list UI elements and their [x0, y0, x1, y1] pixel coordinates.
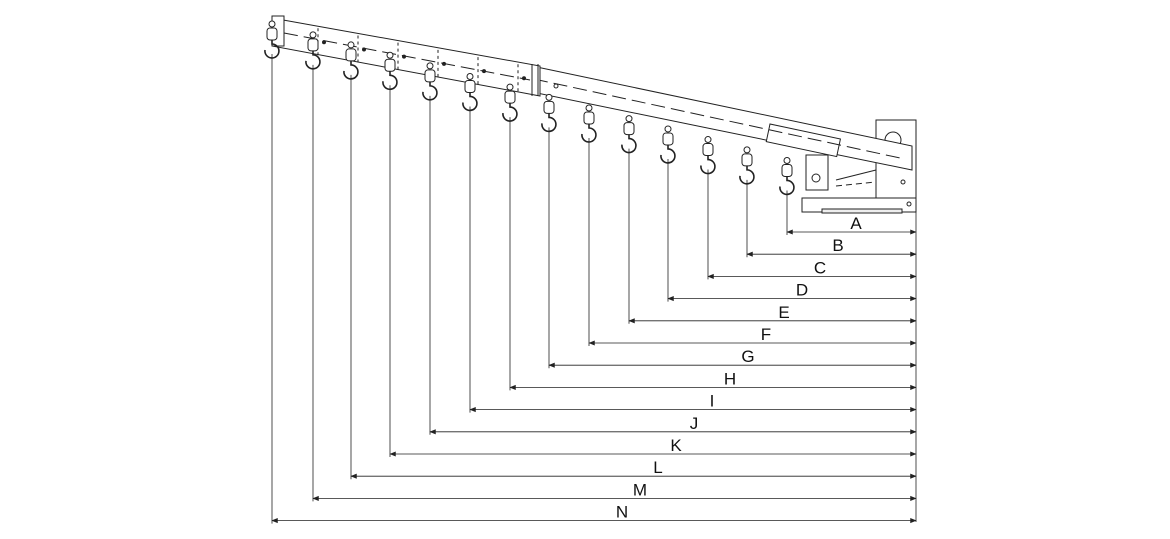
dimension-label: G — [741, 347, 754, 366]
dimension-label: J — [690, 414, 699, 433]
bolt-icon — [906, 201, 912, 207]
hook-icon — [660, 125, 676, 164]
hole-dot — [522, 76, 526, 81]
hook-icon — [422, 62, 438, 101]
hook-drop-lines — [271, 54, 788, 524]
dimension-label: H — [724, 369, 736, 388]
hook-icon — [739, 146, 755, 185]
dimension-label: A — [850, 214, 862, 233]
hook-icon — [382, 51, 398, 91]
dimension-label: L — [653, 458, 662, 477]
hole-dot — [322, 40, 326, 45]
hook-icon — [462, 72, 478, 112]
dimension-label: N — [616, 503, 628, 522]
hook-icon — [779, 156, 795, 196]
hole-dot — [402, 54, 406, 59]
dimension-label: K — [670, 436, 682, 455]
hook-icon — [343, 41, 359, 80]
dimension-label: D — [796, 281, 808, 300]
hook-positions — [264, 20, 795, 196]
hole-dot — [442, 61, 446, 66]
hydraulic-cylinder — [805, 154, 829, 191]
dimension-label: I — [710, 392, 715, 411]
hook-icon — [541, 93, 557, 133]
dimension-label: B — [832, 236, 843, 255]
hook-icon — [581, 104, 597, 143]
extension-hole-marks — [317, 28, 526, 93]
dimension-label: F — [761, 325, 771, 344]
hook-icon — [264, 20, 280, 59]
hook-icon — [305, 31, 321, 70]
dimension-label: M — [633, 480, 647, 499]
hook-icon — [700, 136, 716, 175]
dimension-label: E — [778, 303, 789, 322]
dimension-label: C — [814, 258, 826, 277]
hole-dot — [482, 69, 486, 74]
extension-boom — [271, 15, 541, 97]
hook-icon — [621, 115, 637, 154]
hole-dot — [362, 47, 366, 52]
base-foot — [821, 208, 903, 214]
pin-icon — [900, 179, 906, 185]
hook-icon — [502, 83, 518, 122]
